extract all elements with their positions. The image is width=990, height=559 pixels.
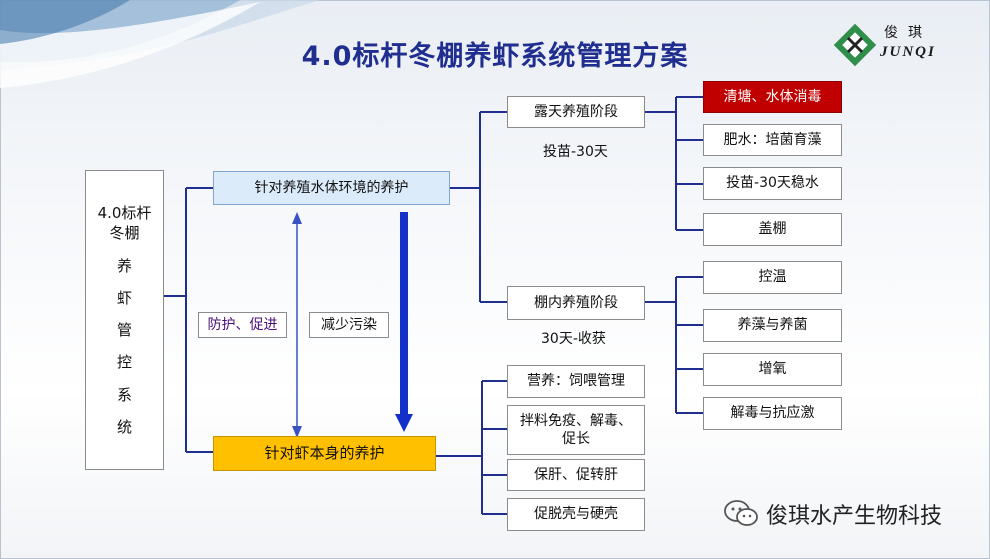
root-char: 统	[116, 417, 132, 436]
relation-reduce-pollution: 减少污染	[309, 312, 389, 338]
logo-cn-text: 俊琪	[884, 25, 932, 41]
indoor-item-oxygen: 增氧	[703, 353, 842, 386]
root-char: 养	[116, 256, 132, 275]
root-system-box: 4.0标杆 冬棚 养 虾 管 控 系 统	[85, 170, 164, 470]
logo-en-text: JUNQI	[880, 44, 936, 60]
root-char: 系	[116, 385, 132, 404]
outdoor-period-label: 投苗-30天	[543, 144, 608, 160]
shrimp-item-immune-line-2: 促长	[562, 431, 590, 447]
page-title: 4.0标杆冬棚养虾系统管理方案	[301, 41, 689, 72]
indoor-period-label: 30天-收获	[541, 331, 606, 347]
shrimp-care-branch: 针对虾本身的养护	[213, 436, 436, 471]
outdoor-item-disinfect: 清塘、水体消毒	[703, 81, 842, 113]
indoor-item-detox: 解毒与抗应激	[703, 397, 842, 430]
watermark: 俊琪水产生物科技	[724, 498, 942, 530]
shrimp-item-immune-line-1: 拌料免疫、解毒、	[520, 412, 632, 429]
decorative-swoosh	[0, 0, 320, 88]
indoor-stage-box: 棚内养殖阶段	[507, 286, 645, 320]
water-environment-branch: 针对养殖水体环境的养护	[213, 171, 450, 205]
wechat-icon	[724, 500, 758, 526]
root-char: 虾	[116, 288, 132, 307]
outdoor-stage-box: 露天养殖阶段	[507, 96, 645, 128]
root-line-2: 冬棚	[109, 224, 140, 243]
shrimp-item-nutrition: 营养：饲喂管理	[507, 365, 645, 398]
shrimp-item-immune: 拌料免疫、解毒、 促长	[507, 405, 645, 455]
indoor-item-temperature: 控温	[703, 261, 842, 294]
outdoor-item-cover: 盖棚	[703, 213, 842, 246]
indoor-item-algae-bacteria: 养藻与养菌	[703, 309, 842, 342]
outdoor-item-fertilize: 肥水：培菌育藻	[703, 124, 842, 156]
watermark-text: 俊琪水产生物科技	[766, 504, 943, 529]
outdoor-item-stabilize: 投苗-30天稳水	[703, 167, 842, 200]
shrimp-item-molt: 促脱壳与硬壳	[507, 498, 645, 531]
root-line-1: 4.0标杆	[97, 204, 152, 222]
company-logo: 俊琪 JUNQI	[832, 20, 956, 70]
root-char: 控	[116, 353, 132, 372]
root-char: 管	[116, 321, 132, 339]
shrimp-item-liver: 保肝、促转肝	[507, 459, 645, 491]
relation-protect-promote: 防护、促进	[198, 312, 287, 338]
junqi-logo-icon	[833, 23, 877, 67]
